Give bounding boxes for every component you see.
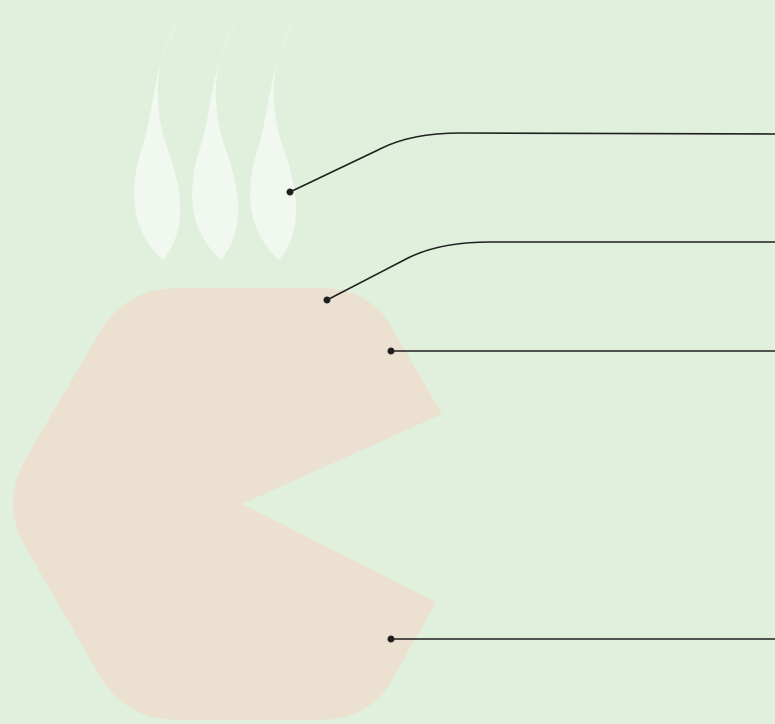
callout-steam <box>290 133 775 192</box>
steam-wisp <box>134 12 185 260</box>
steam-wisps-icon <box>134 12 301 260</box>
anchor-dot-lower-jaw <box>388 636 395 643</box>
anchor-dot-upper-jaw <box>388 348 395 355</box>
anchor-dot-steam <box>287 189 294 196</box>
steam-wisp <box>192 12 243 260</box>
steam-wisp <box>250 12 301 260</box>
anchor-dot-body-top <box>324 297 331 304</box>
hexagon-mouth-shape <box>13 288 442 720</box>
callout-body-top <box>327 242 775 300</box>
